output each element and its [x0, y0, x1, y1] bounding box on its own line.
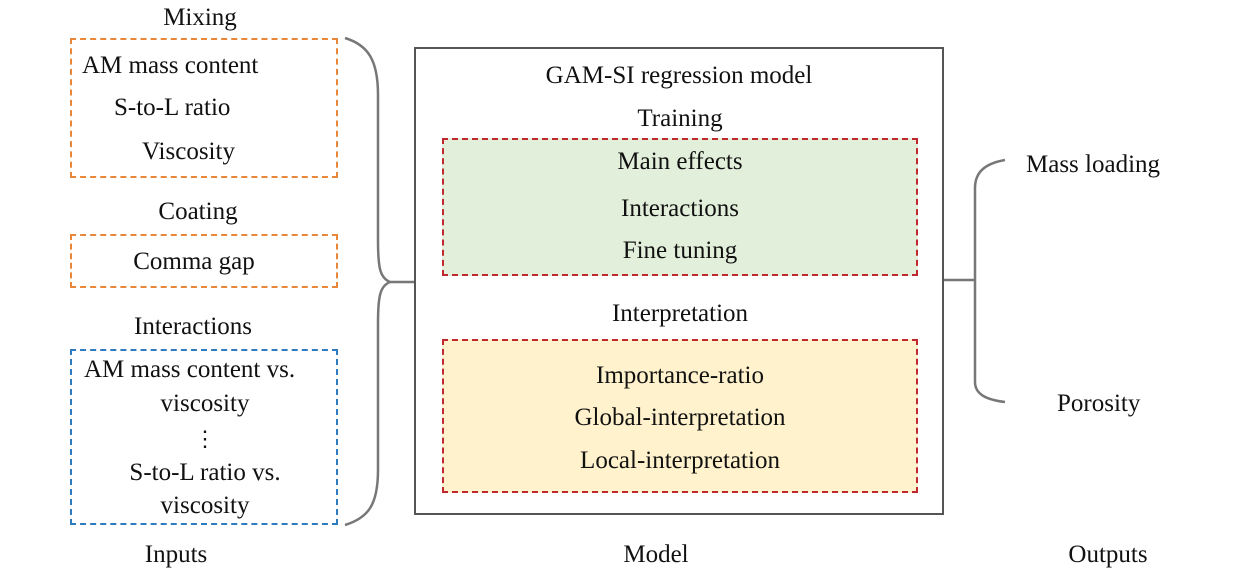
mixing-title: Mixing: [163, 4, 237, 31]
interpretation-box: [442, 339, 918, 493]
training-item-main-effects: Main effects: [617, 148, 743, 175]
interactions-box: [70, 349, 338, 525]
mixing-box: [70, 38, 338, 178]
training-title: Training: [637, 105, 723, 132]
interpretation-title: Interpretation: [611, 300, 749, 327]
mixing-item-am-mass-content: AM mass content: [82, 52, 259, 79]
mixing-item-s-to-l-ratio: S-to-L ratio: [114, 94, 231, 121]
interactions-line-3: S-to-L ratio vs.: [129, 459, 281, 486]
training-box: [442, 138, 918, 276]
output-mass-loading: Mass loading: [1026, 151, 1161, 178]
interpretation-item-global: Global-interpretation: [574, 404, 786, 431]
model-box: [414, 47, 944, 515]
coating-item-comma-gap: Comma gap: [133, 248, 255, 275]
coating-box: [70, 234, 338, 288]
model-label: Model: [623, 541, 689, 568]
model-title: GAM-SI regression model: [545, 62, 813, 89]
interactions-title: Interactions: [133, 313, 253, 340]
training-item-interactions: Interactions: [620, 195, 740, 222]
interactions-line-2: viscosity: [160, 390, 250, 417]
mixing-item-viscosity: Viscosity: [142, 138, 235, 165]
interpretation-item-local: Local-interpretation: [580, 447, 780, 474]
inputs-label: Inputs: [144, 541, 208, 568]
training-item-fine-tuning: Fine tuning: [622, 237, 738, 264]
interactions-line-4: viscosity: [160, 492, 250, 519]
outputs-brace: [973, 158, 1006, 404]
interactions-ellipsis: ⋮: [194, 426, 216, 451]
outputs-label: Outputs: [1068, 541, 1148, 568]
interpretation-item-importance-ratio: Importance-ratio: [596, 362, 764, 389]
interactions-line-1: AM mass content vs.: [84, 356, 296, 383]
inputs-brace: [344, 36, 394, 527]
coating-title: Coating: [158, 198, 238, 225]
output-porosity: Porosity: [1057, 390, 1141, 417]
